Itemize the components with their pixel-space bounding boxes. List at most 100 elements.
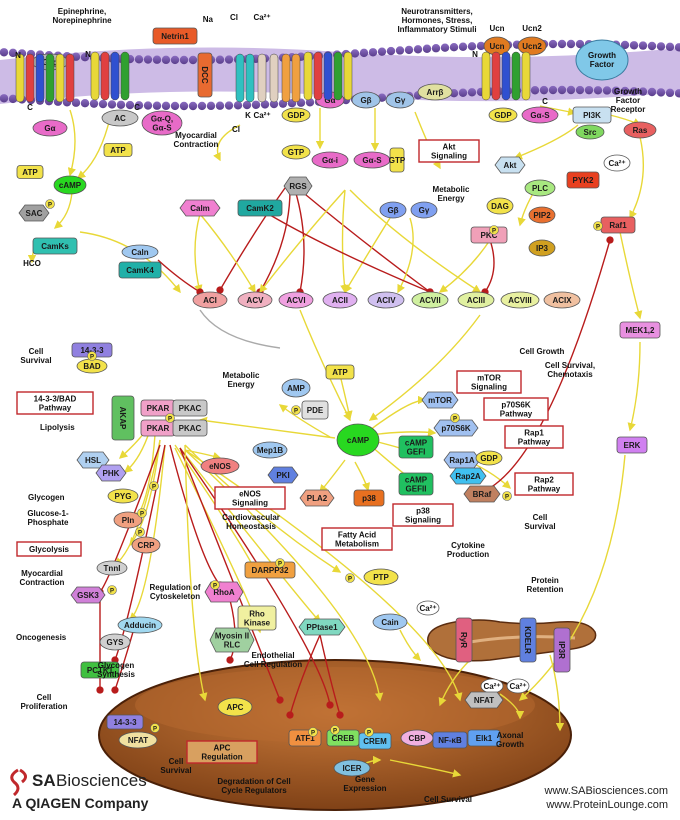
- node-ca-er2: Ca²⁺: [480, 678, 504, 694]
- receptor-helix: [257, 53, 267, 103]
- node-shape: [283, 176, 313, 196]
- node-label: cAMP: [405, 476, 428, 485]
- node-shape: [486, 197, 514, 215]
- node-shape: [106, 714, 144, 730]
- label-na: Na: [203, 15, 214, 24]
- node-shape: [113, 511, 143, 529]
- node-label: RGS: [289, 182, 307, 191]
- node-mtor: mTOR: [421, 391, 459, 409]
- signaling-nodes: GcgGαACGα-Q,Gα-SATPNetrin1DCCUcnUcn2GαGβ…: [15, 27, 661, 777]
- node-label: Arrβ: [427, 88, 444, 97]
- node-shape: [107, 488, 139, 504]
- node-label: GYS: [107, 638, 125, 647]
- lipid-head: [656, 88, 666, 97]
- node-label: Gβ: [360, 96, 371, 105]
- node-label: Ucn: [489, 42, 504, 51]
- lipid-head: [674, 89, 680, 98]
- node-atp3: ATP: [325, 364, 355, 380]
- node-raf1: Raf1: [600, 216, 636, 234]
- receptor-helix: [511, 51, 521, 101]
- node-label: MEK1,2: [626, 326, 655, 335]
- pathway-box-frame: [186, 740, 258, 764]
- lipid-head: [413, 45, 423, 54]
- node-shape: [372, 613, 408, 631]
- receptor-helix: [521, 51, 531, 101]
- node-label: Elk1: [476, 734, 493, 743]
- lipid-head: [143, 55, 153, 64]
- node-shape: [209, 627, 255, 653]
- node-shape: [363, 568, 399, 586]
- node-label: ACIII: [467, 296, 485, 305]
- lipid-head: [674, 43, 680, 52]
- label-cl: Cl: [232, 125, 240, 134]
- phosphate-circle: [489, 225, 499, 235]
- label-ca: Ca²⁺: [253, 111, 270, 120]
- lipid-head: [629, 41, 639, 50]
- node-label: Gγ: [395, 96, 406, 105]
- node-shape: [572, 106, 612, 124]
- label-gene-expression: Gene: [355, 775, 376, 784]
- node-shape: [267, 466, 299, 484]
- node-shape: [95, 464, 127, 482]
- label-metabolic-energy-top: Energy: [437, 194, 465, 203]
- lipid-head: [170, 101, 180, 111]
- node-label: AMP: [287, 384, 305, 393]
- phosphate-marker: P: [489, 225, 499, 235]
- lipid-head: [80, 53, 90, 62]
- node-acix: ACIX: [543, 291, 581, 309]
- phosphate-circle: [291, 405, 301, 415]
- lipid-head: [386, 46, 396, 56]
- lipid-head: [224, 101, 234, 110]
- node-label: GEFII: [406, 485, 427, 494]
- lipid-head: [224, 55, 234, 64]
- node-label: 14-3-3: [113, 718, 137, 727]
- label-degradation: Cycle Regulators: [221, 786, 287, 795]
- node-cain: Cain: [372, 613, 408, 631]
- label-epinephrine: Epinephrine,: [58, 7, 106, 16]
- label-lipolysis: Lipolysis: [40, 423, 75, 432]
- node-label: Akt: [504, 161, 517, 170]
- node-label: ACI: [203, 296, 217, 305]
- pathway-box-frame: [418, 139, 480, 163]
- node-gbeta-mem: Gβ: [351, 91, 381, 109]
- node-shape: [298, 618, 346, 636]
- lipid-head: [593, 86, 603, 95]
- label-axonal-growth: Growth: [496, 740, 524, 749]
- receptor-helix: [333, 51, 343, 101]
- node-shape: [358, 732, 392, 750]
- node-label: APC: [227, 703, 244, 712]
- lipid-head: [188, 101, 198, 111]
- phosphate-marker: P: [149, 481, 159, 491]
- lipid-head: [440, 43, 450, 52]
- pathway-box-label: mTOR: [477, 374, 501, 383]
- node-label: IP3: [536, 244, 549, 253]
- label-glucose1p: Glucose-1-: [27, 509, 69, 518]
- pathway-box-label: Rap2: [534, 476, 554, 485]
- node-shape: [566, 171, 600, 189]
- node-gdp-mem: GDP: [281, 107, 311, 123]
- node-shape: [281, 144, 311, 160]
- node-label: PKAC: [179, 424, 202, 433]
- phosphate-circle: [137, 508, 147, 518]
- node-label: RhoA: [213, 588, 235, 597]
- lipid-head: [431, 44, 441, 53]
- node-ca-er1: Ca²⁺: [416, 600, 440, 616]
- lipid-head: [638, 87, 648, 96]
- phosphate-label: P: [153, 727, 157, 733]
- lipid-head: [647, 41, 657, 51]
- lipid-head: [0, 48, 9, 57]
- node-rap2a: Rap2A: [449, 467, 487, 485]
- lipid-head: [350, 49, 360, 58]
- label-oncogenesis: Oncogenesis: [16, 633, 67, 642]
- pathway-box-label: Rap1: [524, 429, 544, 438]
- phosphate-label: P: [140, 512, 144, 518]
- pathway-box-label: Signaling: [232, 499, 268, 508]
- phosphate-circle: [107, 585, 117, 595]
- node-label: cAMP: [405, 439, 428, 448]
- node-shape: [172, 399, 208, 417]
- node-shape: [351, 91, 381, 109]
- label-growth-factor-receptor: Factor: [616, 96, 640, 105]
- label-protein-retention: Protein: [531, 576, 559, 585]
- node-cbp: CBP: [400, 729, 434, 747]
